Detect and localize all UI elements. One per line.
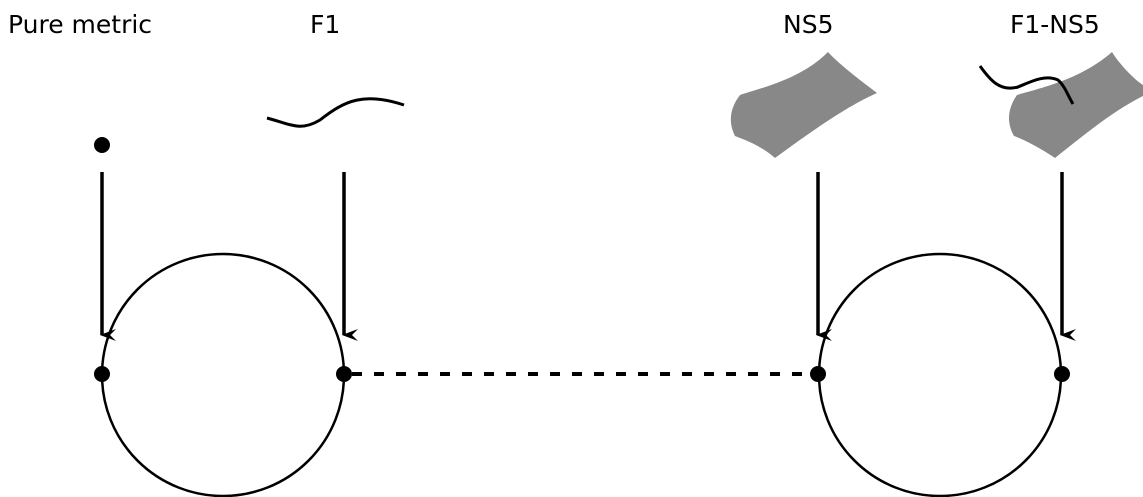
f1-ns5-string: [978, 65, 1075, 105]
right-circle: [817, 252, 1063, 497]
label-f1-ns5: F1-NS5: [1010, 10, 1100, 39]
left-circle: [100, 252, 346, 497]
ns5-brane: [730, 52, 877, 158]
point-ns5-on-circle: [810, 366, 826, 382]
point-pure-metric-on-circle: [94, 366, 110, 382]
f1-string: [266, 97, 405, 128]
pure-metric-point: [94, 137, 110, 153]
label-f1: F1: [310, 10, 341, 39]
f1-ns5-brane: [1008, 52, 1143, 158]
label-ns5: NS5: [783, 10, 834, 39]
point-f1-ns5-on-circle: [1054, 366, 1070, 382]
point-f1-on-circle: [336, 366, 352, 382]
label-pure-metric: Pure metric: [8, 10, 153, 39]
